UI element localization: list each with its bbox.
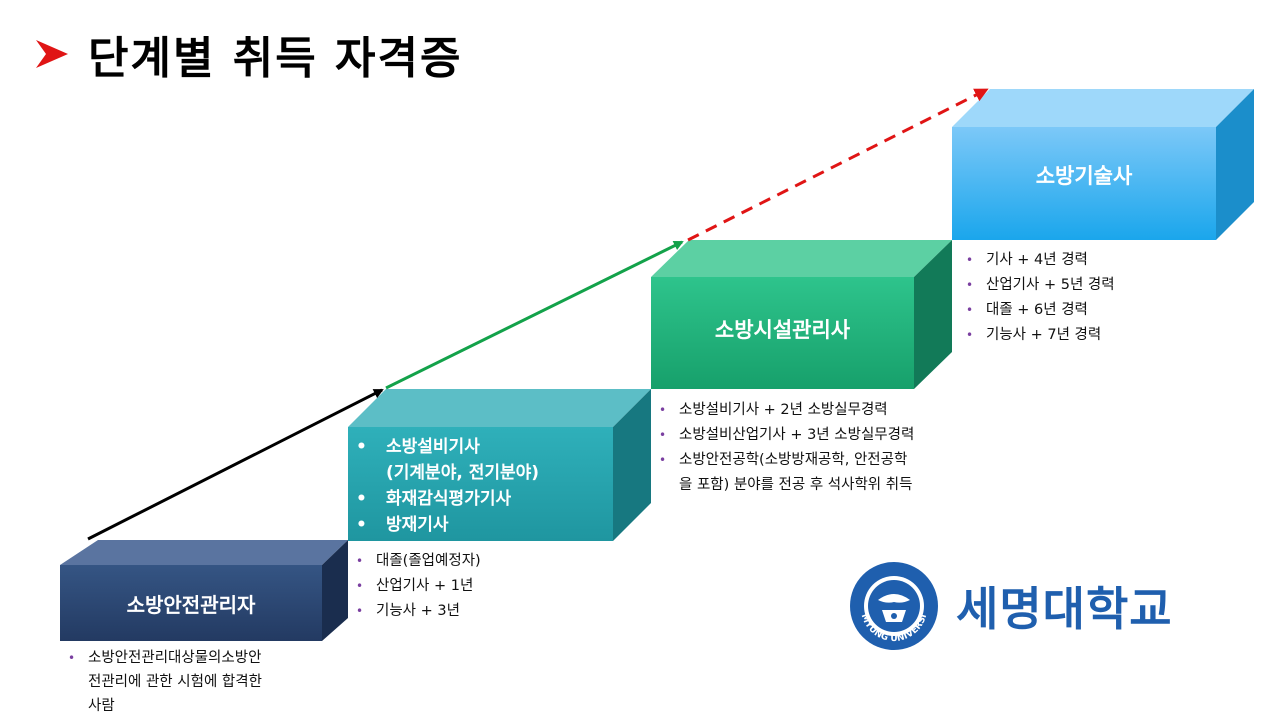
requirement-item: 소방설비기사 + 2년 소방실무경력 xyxy=(659,398,959,423)
stage2-item: (기계분야, 전기분야) xyxy=(386,463,540,483)
title-text: 단계별 취득 자격증 xyxy=(88,33,463,84)
stage1-requirements: 소방안전관리대상물의소방안 전관리에 관한 시험에 합격한 사람 xyxy=(68,646,328,718)
requirement-item: 소방안전관리대상물의소방안 xyxy=(68,646,328,670)
stage4-label: 소방기술사 xyxy=(1035,163,1133,188)
stage2-item: 화재감식평가기사 xyxy=(348,486,613,512)
requirement-item: 소방안전공학(소방방재공학, 안전공학 xyxy=(659,448,959,473)
requirement-item: 소방설비산업기사 + 3년 소방실무경력 xyxy=(659,423,959,448)
requirement-item: 전관리에 관한 시험에 합격한 xyxy=(88,674,262,690)
requirement-item: 대졸 + 6년 경력 xyxy=(966,298,1226,323)
stage2-requirements: 대졸(졸업예정자) 산업기사 + 1년 기능사 + 3년 xyxy=(356,549,636,624)
university-name: 세명대학교 xyxy=(956,582,1173,636)
requirement-item: 사람 xyxy=(88,698,115,714)
stage4-block xyxy=(952,89,1254,240)
university-logo: SEMYUNG UNIVERSITY 세명대학교 xyxy=(848,560,1173,652)
stage2-box-items: 소방설비기사 (기계분야, 전기분야) 화재감식평가기사 방재기사 xyxy=(348,434,613,538)
arrow-stage3-to-stage4 xyxy=(687,88,989,242)
stage2-item: 소방설비기사 xyxy=(348,434,613,460)
arrow-stage1-to-stage2 xyxy=(87,388,384,541)
university-seal-icon: SEMYUNG UNIVERSITY xyxy=(848,560,938,650)
requirement-item: 산업기사 + 1년 xyxy=(356,574,636,599)
requirement-item: 기능사 + 3년 xyxy=(356,599,636,624)
stage4-requirements: 기사 + 4년 경력 산업기사 + 5년 경력 대졸 + 6년 경력 기능사 +… xyxy=(966,248,1226,348)
requirement-item: 기사 + 4년 경력 xyxy=(966,248,1226,273)
stage3-requirements: 소방설비기사 + 2년 소방실무경력 소방설비산업기사 + 3년 소방실무경력 … xyxy=(659,398,959,498)
requirement-item: 기능사 + 7년 경력 xyxy=(966,323,1226,348)
page-title: 단계별 취득 자격증 xyxy=(32,24,462,84)
stage2-item: 방재기사 xyxy=(348,512,613,538)
stage3-block xyxy=(651,240,952,389)
stage3-label: 소방시설관리사 xyxy=(714,318,851,342)
requirement-item: 을 포함) 분야를 전공 후 석사학위 취득 xyxy=(679,477,913,493)
stage1-label: 소방안전관리자 xyxy=(126,592,256,617)
stage1-block xyxy=(60,540,348,641)
requirement-item: 산업기사 + 5년 경력 xyxy=(966,273,1226,298)
arrow-stage2-to-stage3 xyxy=(385,240,684,390)
requirement-item: 대졸(졸업예정자) xyxy=(356,549,636,574)
title-arrow-icon xyxy=(36,40,68,68)
